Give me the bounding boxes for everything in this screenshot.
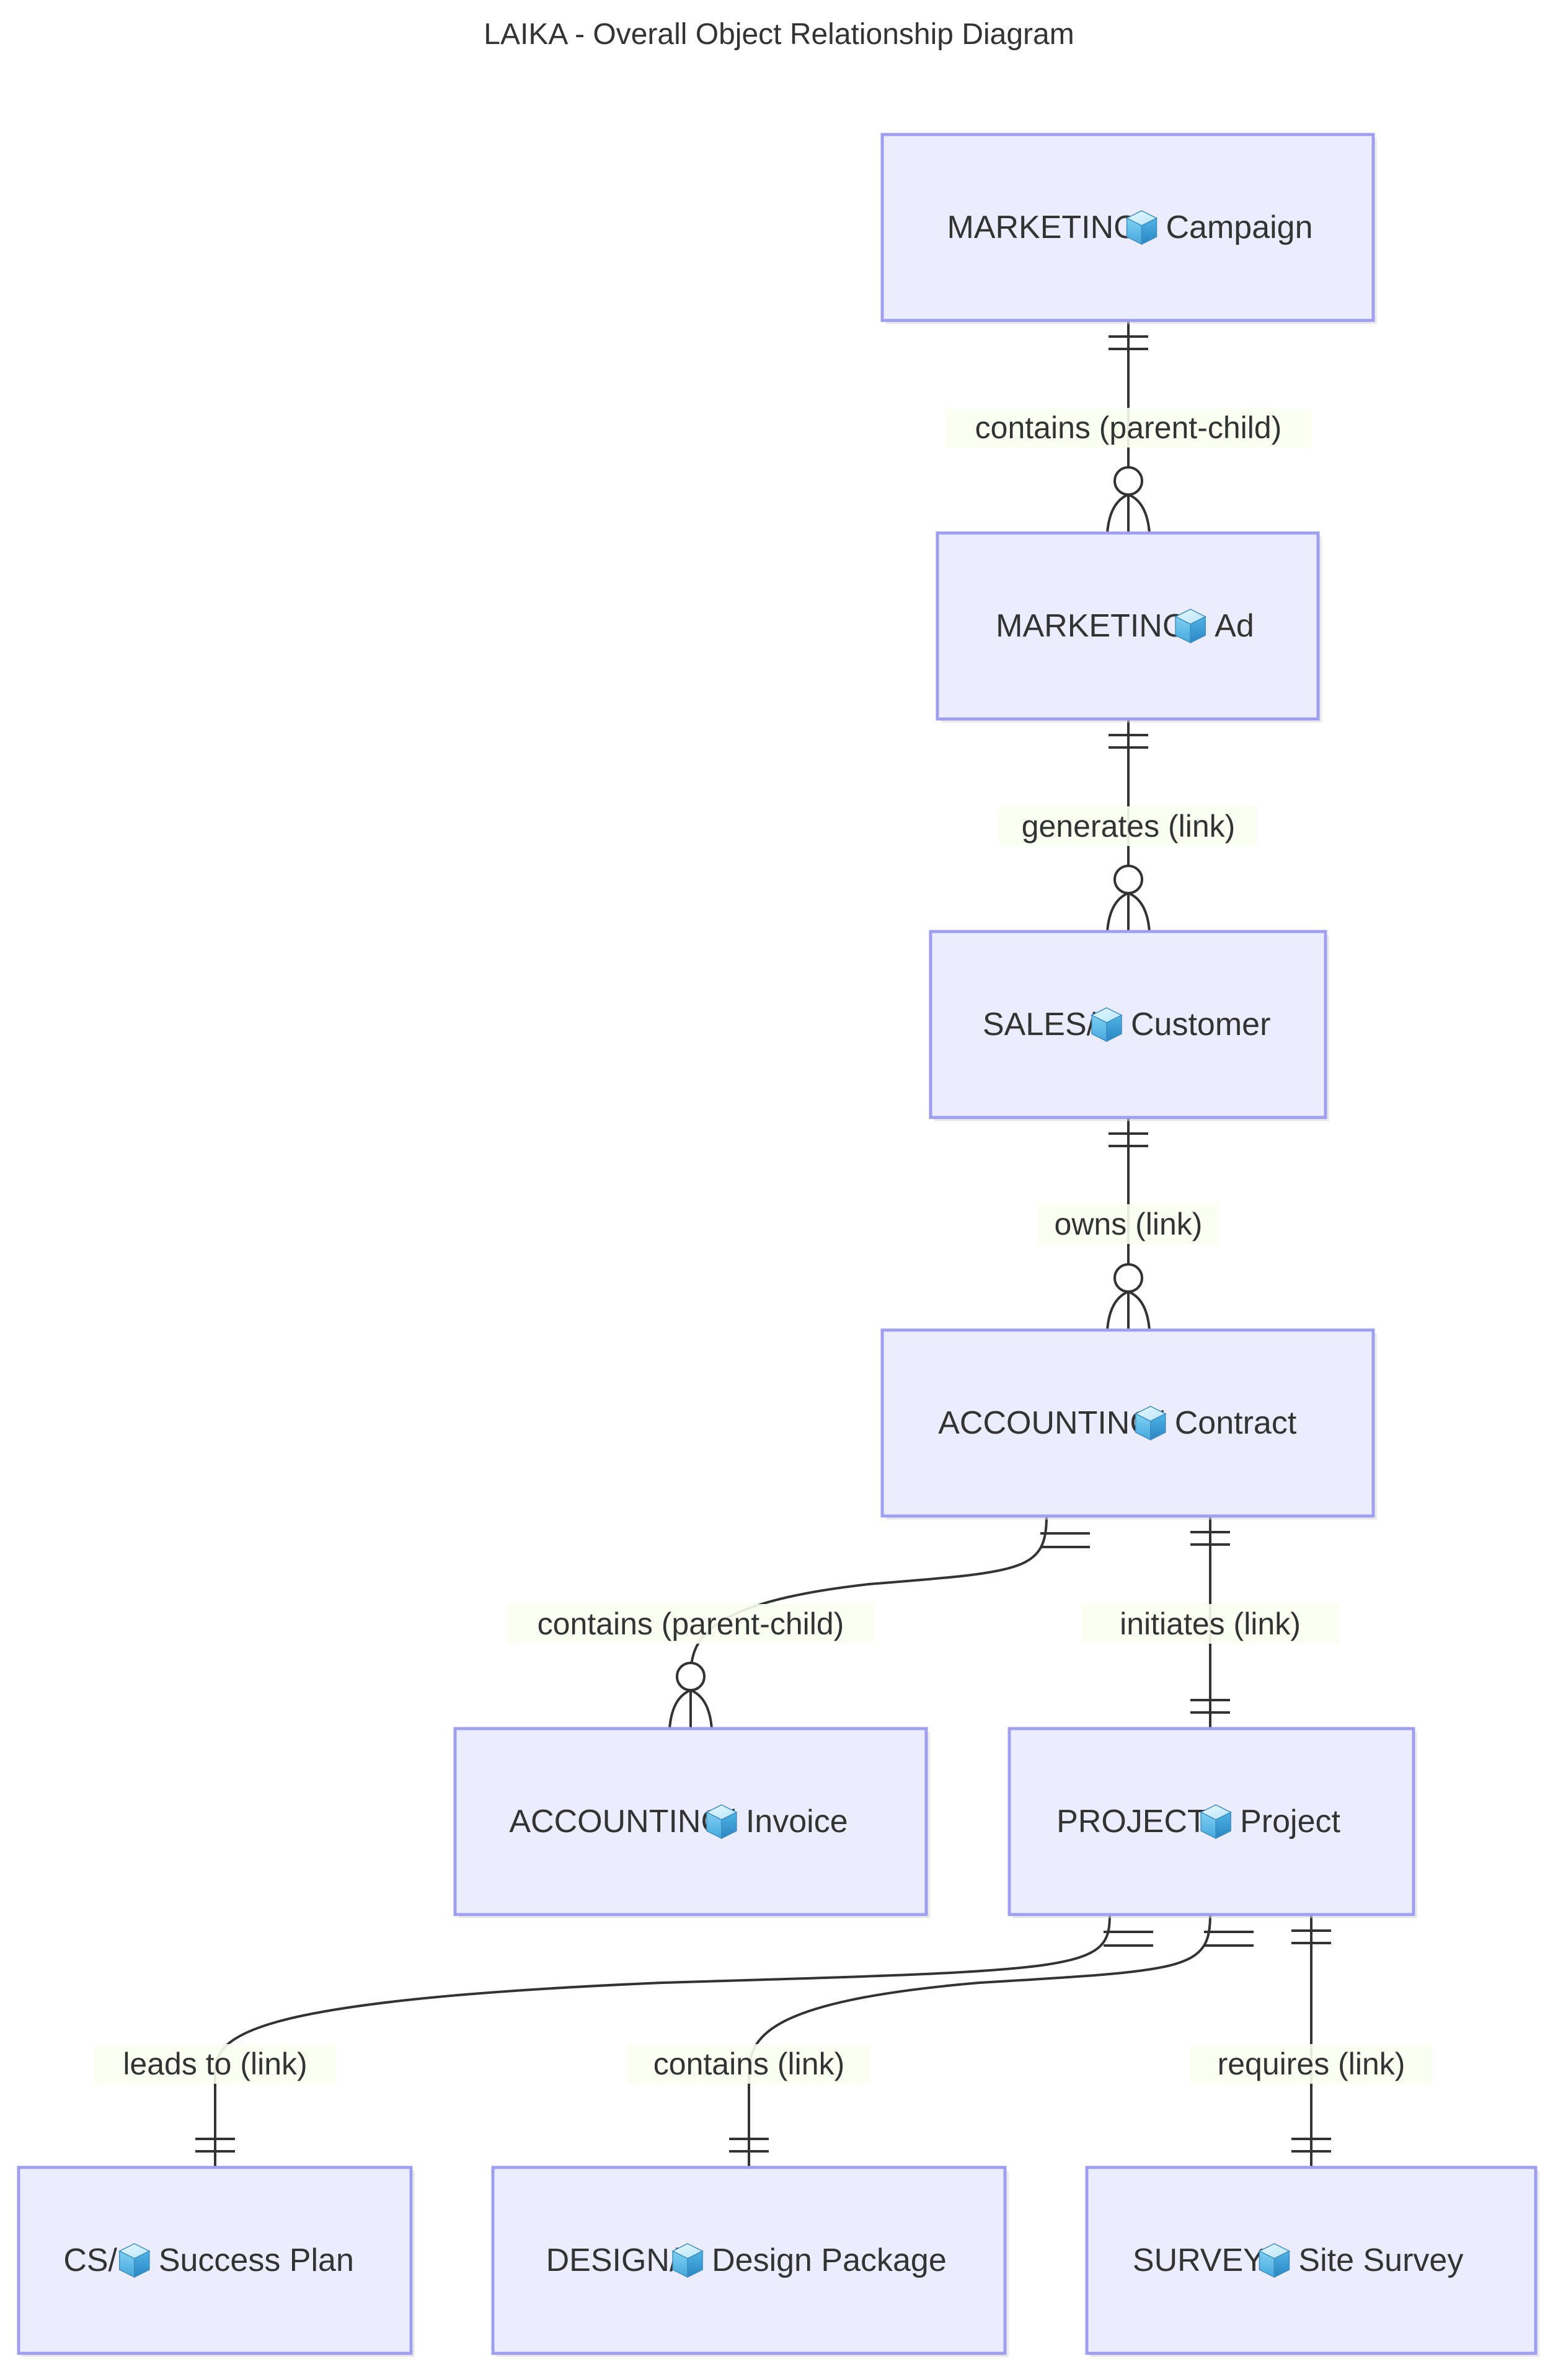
entity-box: [17, 2166, 413, 2355]
entity-name: Contract: [1175, 1405, 1297, 1441]
relationship-label: initiates (link): [1081, 1604, 1339, 1644]
entity-name: Customer: [1131, 1007, 1270, 1042]
entity-name: Success Plan: [159, 2242, 354, 2278]
relationship-edge: [1291, 1915, 1331, 2167]
relationship-edge: [195, 1914, 1153, 2167]
relationship-label-background: [627, 2044, 870, 2084]
cube-icon: [1135, 1406, 1166, 1440]
entity-box: [453, 1727, 928, 1916]
relationship-label-background: [1190, 2044, 1433, 2084]
diagram-title: LAIKA - Overall Object Relationship Diag…: [484, 18, 1074, 51]
relationship-label-text: contains (link): [653, 2047, 844, 2081]
relationship-label-background: [999, 806, 1257, 846]
relationship-label: requires (link): [1190, 2044, 1433, 2084]
relationship-label-text: contains (parent-child): [975, 410, 1282, 445]
cube-icon: [672, 2243, 703, 2278]
entity-box: [936, 531, 1320, 721]
entity-success-plan[interactable]: CS/Success Plan: [17, 2166, 415, 2357]
relationship-label: owns (link): [1038, 1204, 1219, 1244]
entity-name: Design Package: [712, 2242, 947, 2278]
entity-box: [929, 930, 1327, 1119]
entity-box: [1085, 2166, 1538, 2355]
relationship-label: contains (parent-child): [945, 408, 1312, 447]
entity-invoice[interactable]: ACCOUNTING/Invoice: [453, 1727, 930, 1918]
entity-box: [491, 2166, 1007, 2355]
entity-name: Ad: [1215, 608, 1254, 644]
cube-icon: [1200, 1804, 1231, 1839]
relationship-label: generates (link): [999, 806, 1257, 846]
entity-campaign[interactable]: MARKETING/Campaign: [880, 133, 1377, 324]
relationship-label-background: [945, 408, 1312, 447]
relationship-line: [214, 1914, 1111, 2167]
relationship-label-text: owns (link): [1055, 1207, 1203, 1241]
relationship-label-background: [507, 1604, 874, 1644]
relationship-label-background: [1038, 1204, 1219, 1244]
cube-icon: [706, 1804, 737, 1839]
entity-group: CS/: [63, 2242, 117, 2278]
cube-icon: [1175, 609, 1206, 643]
cube-icon: [1126, 210, 1157, 245]
entity-name: Invoice: [746, 1804, 848, 1840]
relationship-label-text: generates (link): [1022, 809, 1236, 844]
entity-customer[interactable]: SALES/Customer: [929, 930, 1329, 1121]
relationship-edge: [1106, 320, 1151, 534]
relationship-label-text: leads to (link): [123, 2047, 307, 2081]
relationship-label-text: contains (parent-child): [538, 1606, 844, 1641]
relationship-label-background: [1081, 1604, 1339, 1644]
entity-name: Site Survey: [1298, 2242, 1463, 2278]
entity-group: PROJECT/: [1056, 1804, 1216, 1840]
relationship-label: contains (parent-child): [507, 1604, 874, 1644]
cube-icon: [1259, 2243, 1290, 2278]
cube-icon: [119, 2243, 150, 2278]
relationship-label-text: initiates (link): [1120, 1606, 1301, 1641]
relationship-label-text: requires (link): [1218, 2047, 1405, 2081]
entity-group: MARKETING/: [996, 608, 1197, 644]
entity-group: ACCOUNTING/: [938, 1405, 1164, 1441]
relationship-label-background: [94, 2044, 337, 2084]
relationship-line: [748, 1914, 1211, 2167]
entity-group: SURVEY/: [1133, 2242, 1274, 2278]
cube-icon: [1091, 1007, 1122, 1042]
relationship-line: [689, 1515, 1048, 1729]
entity-name: Campaign: [1166, 209, 1313, 245]
relationship-label: leads to (link): [94, 2044, 337, 2084]
entity-group: ACCOUNTING/: [509, 1804, 735, 1840]
entity-group: DESIGN/: [546, 2242, 679, 2278]
relationship-edge: [729, 1914, 1254, 2167]
relationship-edge: [668, 1515, 1090, 1729]
entity-group: SALES/: [983, 1007, 1096, 1042]
relationship-labels: contains (parent-child) generates (link) o…: [94, 408, 1433, 2084]
entity-box: [880, 1328, 1375, 1518]
entity-design-package[interactable]: DESIGN/Design Package: [491, 2166, 1009, 2357]
entity-site-survey[interactable]: SURVEY/Site Survey: [1085, 2166, 1539, 2357]
entities: MARKETING/CampaignMARKETING/AdSALES/Cust…: [17, 133, 1539, 2357]
entity-group: MARKETING/: [947, 209, 1148, 245]
relationship-label: contains (link): [627, 2044, 870, 2084]
entity-name: Project: [1240, 1804, 1340, 1840]
entity-contract[interactable]: ACCOUNTING/Contract: [880, 1328, 1377, 1520]
entity-ad[interactable]: MARKETING/Ad: [936, 531, 1322, 723]
entity-project[interactable]: PROJECT/Project: [1007, 1727, 1417, 1918]
